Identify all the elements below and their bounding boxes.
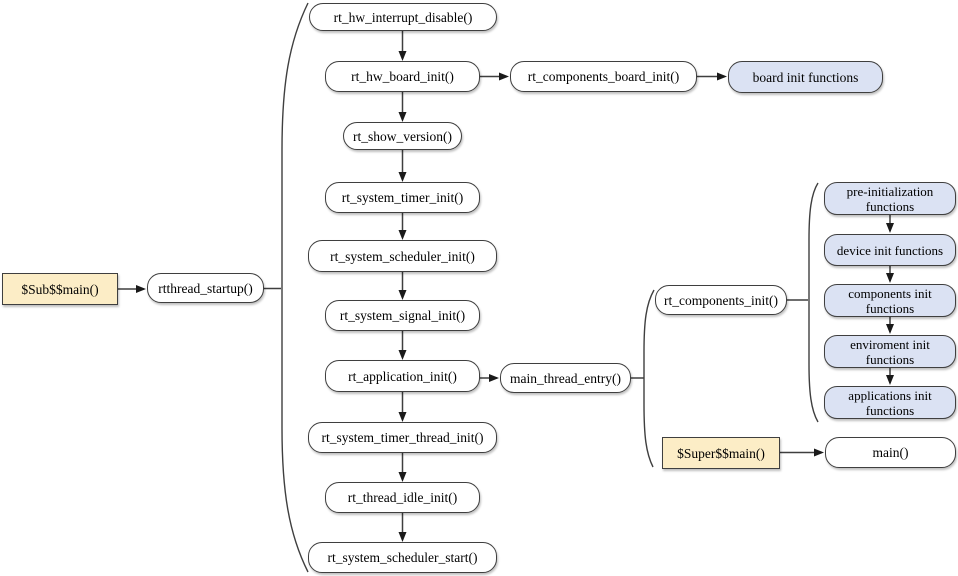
node-label: rt_system_timer_thread_init() xyxy=(321,430,484,445)
node-label: rt_system_scheduler_init() xyxy=(330,248,475,264)
node-applications-init-functions: applications init functions xyxy=(824,386,956,419)
node-device-init-functions: device init functions xyxy=(824,234,956,266)
node-label: pre-initialization functions xyxy=(846,183,934,214)
node-label: rt_components_board_init() xyxy=(527,69,680,84)
node-label: rt_system_timer_init() xyxy=(341,190,464,205)
node-rt-hw-board-init: rt_hw_board_init() xyxy=(325,61,480,92)
node-rt-system-timer-thread-init: rt_system_timer_thread_init() xyxy=(308,422,497,453)
node-label: device init functions xyxy=(836,242,944,258)
node-main-thread-entry: main_thread_entry() xyxy=(500,363,631,393)
node-label: rt_components_init() xyxy=(664,292,778,308)
components-init-brace xyxy=(808,182,819,423)
node-rt-thread-idle-init: rt_thread_idle_init() xyxy=(325,482,480,513)
node-label: rt_hw_interrupt_disable() xyxy=(333,9,473,25)
node-label: rt_system_scheduler_start() xyxy=(327,550,478,565)
node-label: rt_show_version() xyxy=(353,128,452,144)
node-pre-initialization-functions: pre-initialization functions xyxy=(824,182,956,215)
node-label: $Sub$$main() xyxy=(21,281,99,297)
node-rt-show-version: rt_show_version() xyxy=(343,122,462,150)
node-label: rt_application_init() xyxy=(348,368,457,384)
node-rt-system-signal-init: rt_system_signal_init() xyxy=(325,300,480,331)
node-label: rtthread_startup() xyxy=(158,280,253,296)
node-components-init-functions: components init functions xyxy=(824,284,956,317)
node-label: board init functions xyxy=(752,69,859,85)
node-label: main_thread_entry() xyxy=(510,370,621,386)
main-thread-brace xyxy=(643,289,655,468)
node-rt-components-board-init: rt_components_board_init() xyxy=(510,61,697,92)
node-rt-system-scheduler-start: rt_system_scheduler_start() xyxy=(308,542,497,573)
node-rt-system-scheduler-init: rt_system_scheduler_init() xyxy=(308,240,497,272)
node-sub-main: $Sub$$main() xyxy=(2,273,118,305)
node-label: enviroment init functions xyxy=(850,336,930,367)
node-label: main() xyxy=(872,445,909,460)
startup-sequence-brace xyxy=(281,2,309,573)
node-board-init-functions: board init functions xyxy=(728,61,883,93)
node-rtthread-startup: rtthread_startup() xyxy=(147,273,264,303)
node-enviroment-init-functions: enviroment init functions xyxy=(824,335,956,368)
node-label: rt_hw_board_init() xyxy=(351,69,454,84)
node-rt-application-init: rt_application_init() xyxy=(325,360,480,392)
node-label: applications init functions xyxy=(848,387,932,418)
node-rt-system-timer-init: rt_system_timer_init() xyxy=(325,182,480,213)
node-label: rt_thread_idle_init() xyxy=(347,490,458,505)
node-main: main() xyxy=(825,437,956,468)
node-label: components init functions xyxy=(848,285,932,316)
node-label: rt_system_signal_init() xyxy=(339,308,466,323)
node-super-main: $Super$$main() xyxy=(662,437,780,469)
node-rt-hw-interrupt-disable: rt_hw_interrupt_disable() xyxy=(309,3,497,31)
node-label: $Super$$main() xyxy=(677,445,765,461)
node-rt-components-init: rt_components_init() xyxy=(655,285,787,315)
